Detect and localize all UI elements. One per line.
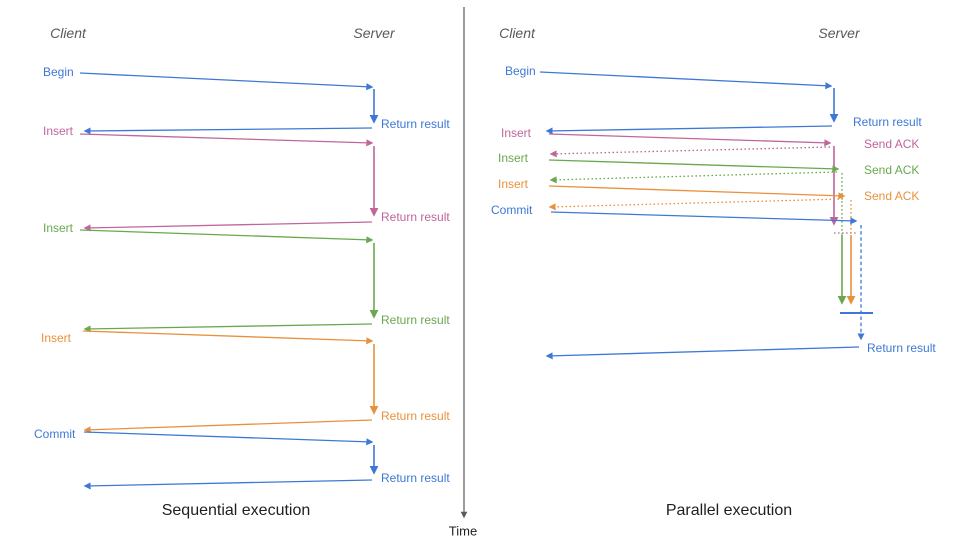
parallel-panel-client-header: Client — [499, 25, 535, 41]
sequential-panel-panel-caption: Sequential execution — [161, 502, 311, 519]
sequential-panel-begin-label: Begin — [43, 65, 74, 79]
sequential-panel-insert1-return-label: Return result — [381, 210, 450, 224]
parallel-panel-insert2-request-arrow — [548, 159, 840, 173]
parallel-panel-begin-request-arrow — [539, 71, 833, 90]
parallel-panel-panel-caption: Parallel execution — [665, 502, 793, 519]
sequential-panel-commit-return-arrow — [83, 479, 373, 490]
sequential-panel-commit-request-arrow — [83, 431, 374, 446]
sequential-panel-begin-return-label: Return result — [381, 117, 450, 131]
parallel-panel-insert1-label: Insert — [501, 126, 532, 140]
time-axis-label: Time — [448, 523, 478, 539]
sequential-panel-begin-return-arrow — [83, 127, 373, 135]
parallel-panel-begin-label: Begin — [505, 64, 536, 78]
parallel-panel-insert1-request-arrow — [548, 133, 832, 147]
sequential-panel-insert3-label: Insert — [41, 331, 72, 345]
parallel-panel-insert2-ack-arrow — [549, 171, 838, 184]
parallel-panel-insert1-ack-arrow — [549, 146, 831, 158]
sequential-panel-insert3-request-arrow — [82, 330, 374, 345]
sequential-panel-insert1-return-arrow — [83, 221, 373, 232]
sequential-panel-insert3-return-label: Return result — [381, 409, 450, 423]
parallel-panel-insert2-label: Insert — [498, 151, 529, 165]
sequential-panel-insert1-request-arrow — [79, 133, 374, 147]
sequential-panel-insert2-request-arrow — [79, 229, 374, 244]
sequential-panel-client-header: Client — [50, 25, 86, 41]
parallel-panel-begin-return-arrow — [545, 125, 833, 135]
sequential-panel-insert1-label: Insert — [43, 124, 74, 138]
parallel-panel-commit-return-arrow — [545, 346, 860, 360]
sequential-panel-commit-return-label: Return result — [381, 471, 450, 485]
sequential-panel-commit-label: Commit — [34, 427, 76, 441]
sequential-panel-insert2-return-arrow — [83, 323, 373, 333]
parallel-panel-commit-return-label: Return result — [867, 341, 936, 355]
parallel-panel-insert3-request-arrow — [548, 185, 846, 200]
parallel-panel-insert3-ack-arrow — [548, 198, 844, 211]
sequential-panel-begin-request-arrow — [79, 72, 374, 91]
parallel-panel-insert2-ack-label: Send ACK — [864, 163, 920, 177]
parallel-panel-insert3-ack-label: Send ACK — [864, 189, 920, 203]
sequential-panel-insert2-return-label: Return result — [381, 313, 450, 327]
sequential-panel-insert3-return-arrow — [83, 419, 373, 434]
parallel-panel-commit-label: Commit — [491, 203, 533, 217]
sequential-panel-server-header: Server — [353, 25, 395, 41]
parallel-panel-begin-return-label: Return result — [853, 115, 922, 129]
parallel-panel-server-header: Server — [818, 25, 860, 41]
sequential-panel-insert2-label: Insert — [43, 221, 74, 235]
parallel-panel-commit-request-arrow — [550, 211, 858, 225]
parallel-panel-insert3-label: Insert — [498, 177, 529, 191]
parallel-panel-insert1-ack-label: Send ACK — [864, 137, 920, 151]
